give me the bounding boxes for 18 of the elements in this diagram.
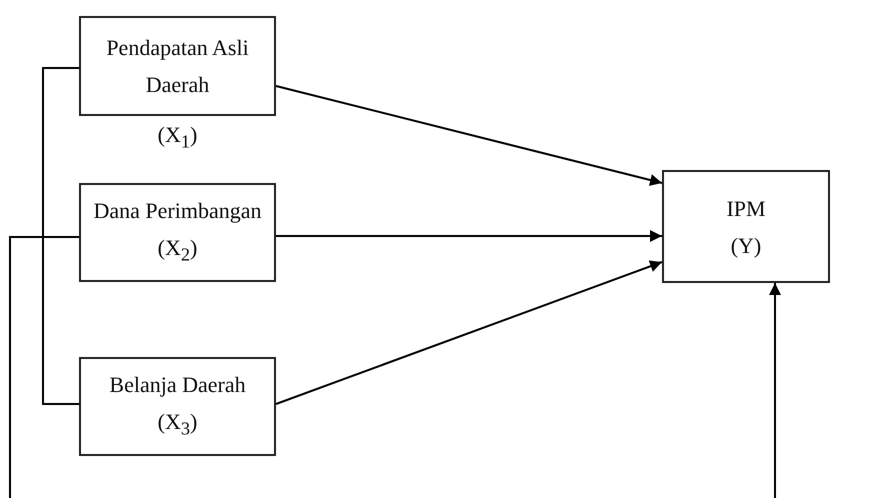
connector-line	[42, 67, 79, 405]
variable-symbol: (X$_{1}$)	[156, 122, 198, 152]
box-label: Pendapatan Asli Daerah	[105, 34, 250, 99]
arrow	[276, 230, 662, 242]
arrow	[276, 85, 662, 186]
variable-box	[662, 170, 830, 283]
box-label: Belanja Daerah	[109, 370, 246, 399]
arrow	[276, 260, 662, 405]
box-label: IPM	[726, 194, 766, 222]
box-label: (X$_{2}$)	[158, 234, 198, 266]
box-label: (Y)	[730, 232, 762, 260]
box-label: Dana Perimbangan	[94, 196, 262, 225]
variable-box	[79, 357, 276, 456]
arrow	[769, 283, 781, 498]
variable-box	[79, 183, 276, 282]
connector-line	[9, 236, 79, 498]
variable-box	[79, 16, 276, 116]
box-label: (X$_{3}$)	[158, 408, 198, 440]
